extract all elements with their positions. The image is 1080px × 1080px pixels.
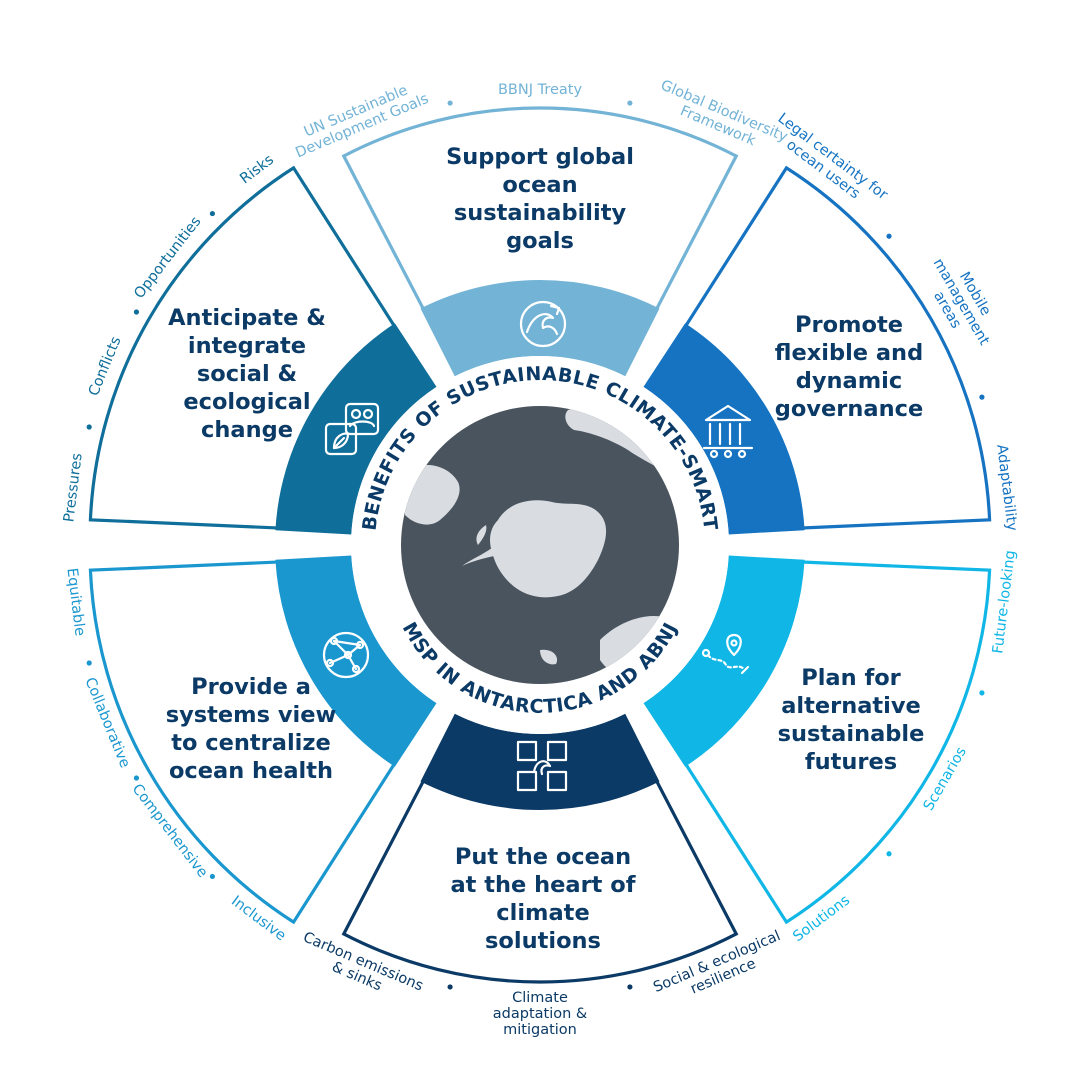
outer-label: Adaptability bbox=[993, 444, 1020, 533]
separator-dot bbox=[979, 394, 985, 400]
separator-dot bbox=[209, 873, 216, 880]
new-zealand-landmass bbox=[540, 649, 558, 665]
title-line: dynamic bbox=[795, 368, 903, 394]
outer-label-line: Equitable bbox=[63, 567, 87, 637]
separator-dot bbox=[979, 690, 985, 696]
ring-wedge-bottom-left bbox=[275, 555, 437, 767]
title-line: systems view bbox=[165, 702, 337, 728]
separator-dot bbox=[133, 309, 140, 315]
separator-dot bbox=[886, 233, 892, 239]
segment-title-systems-view: Provide a systems view to centralize oce… bbox=[136, 673, 366, 785]
separator-dot bbox=[627, 100, 633, 106]
title-line: Support global bbox=[446, 144, 634, 170]
route-pin-icon bbox=[701, 633, 750, 675]
title-line: integrate bbox=[187, 333, 307, 359]
title-line: Promote bbox=[795, 312, 903, 338]
segment-title-anticipate-change: Anticipate & integrate social & ecologic… bbox=[132, 304, 362, 444]
separator-dot bbox=[209, 210, 216, 217]
outer-label: BBNJ Treaty bbox=[498, 82, 582, 98]
outer-label-line: Pressures bbox=[61, 452, 85, 523]
title-line: change bbox=[201, 417, 293, 443]
separator-dot bbox=[886, 851, 892, 857]
separator-dot bbox=[86, 660, 92, 666]
title-line: flexible and bbox=[774, 340, 924, 366]
title-line: Put the ocean bbox=[454, 844, 632, 870]
title-line: Provide a bbox=[191, 674, 311, 700]
outer-label: Future-looking bbox=[990, 549, 1019, 654]
separator-dot bbox=[627, 984, 633, 990]
title-line: ocean bbox=[502, 172, 578, 198]
title-line: social & bbox=[196, 361, 298, 387]
title-line: sustainability bbox=[453, 200, 627, 226]
separator-dot bbox=[447, 984, 453, 990]
ring-wedge-top-right bbox=[643, 323, 805, 535]
south-america-landmass bbox=[405, 464, 460, 525]
title-line: alternative bbox=[781, 693, 921, 719]
title-line: Plan for bbox=[801, 665, 901, 691]
outer-label-line: mitigation bbox=[503, 1022, 577, 1038]
wave-icon bbox=[519, 300, 567, 348]
outer-label-line: BBNJ Treaty bbox=[498, 82, 582, 98]
institution-icon bbox=[702, 404, 754, 459]
outer-label-line: Adaptability bbox=[993, 444, 1020, 533]
segment-title-flexible-governance: Promote flexible and dynamic governance bbox=[734, 311, 964, 423]
outer-label: Equitable bbox=[63, 567, 87, 637]
title-line: goals bbox=[506, 228, 574, 254]
puzzle-wave-icon bbox=[516, 740, 568, 792]
title-line: sustainable bbox=[777, 721, 925, 747]
segment-title-alternative-futures: Plan for alternative sustainable futures bbox=[736, 664, 966, 776]
title-line: ecological bbox=[183, 389, 311, 415]
outer-label-line: adaptation & bbox=[493, 1006, 587, 1022]
ring-wedge-top bbox=[420, 280, 660, 377]
segment-title-support-global-goals: Support global ocean sustainability goal… bbox=[425, 143, 655, 255]
ring-wedge-bottom-right bbox=[643, 555, 805, 767]
title-line: futures bbox=[804, 749, 898, 775]
separator-dot bbox=[447, 100, 453, 106]
peninsula bbox=[462, 548, 494, 566]
title-line: governance bbox=[774, 396, 924, 422]
segment-title-ocean-heart-climate: Put the ocean at the heart of climate so… bbox=[428, 843, 658, 955]
title-line: climate bbox=[496, 900, 590, 926]
outer-label-line: Future-looking bbox=[990, 549, 1019, 654]
people-leaf-icon bbox=[324, 402, 380, 456]
separator-dot bbox=[86, 424, 92, 430]
title-line: Anticipate & bbox=[168, 305, 326, 331]
title-line: solutions bbox=[485, 928, 601, 954]
title-line: ocean health bbox=[168, 758, 334, 784]
outer-label-line: Climate bbox=[512, 990, 568, 1006]
title-line: to centralize bbox=[171, 730, 331, 756]
antarctica-continent bbox=[476, 500, 607, 598]
outer-label: Pressures bbox=[61, 452, 85, 523]
separator-dot bbox=[133, 775, 140, 781]
title-line: at the heart of bbox=[450, 872, 636, 898]
network-globe-icon bbox=[322, 631, 370, 679]
